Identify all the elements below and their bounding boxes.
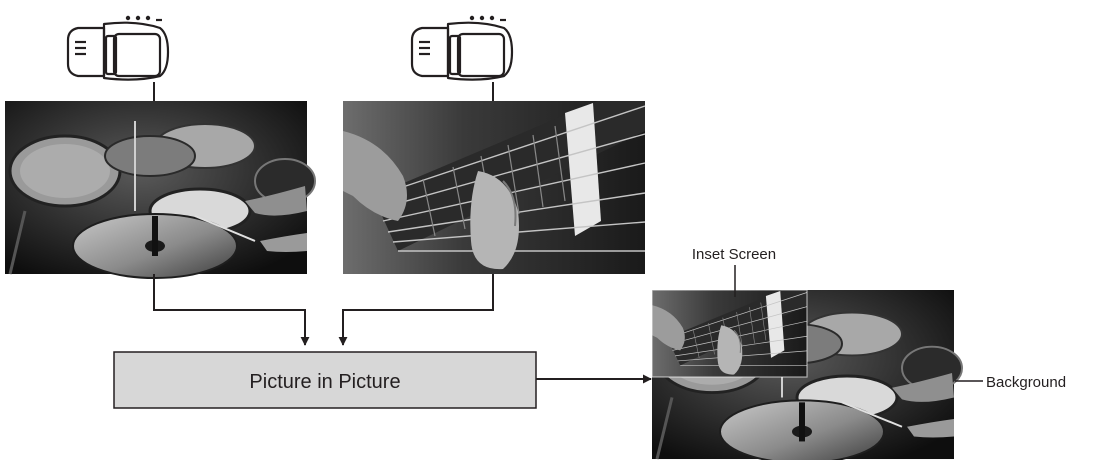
drum-source-image (3, 99, 317, 280)
guitar-to-pip-arrow (338, 274, 494, 346)
guitar-source-image (342, 100, 646, 275)
pip-process-label: Picture in Picture (249, 371, 400, 393)
pip-output-image (650, 288, 964, 460)
drum-camera-icon (66, 14, 170, 81)
inset-screen-video (651, 289, 808, 378)
pip-process-box: Picture in Picture (113, 351, 537, 409)
guitar-camera-icon (410, 14, 514, 81)
inset-screen-label: Inset Screen (692, 246, 776, 263)
background-label: Background (986, 374, 1066, 391)
drum-to-pip-arrow (153, 274, 310, 346)
